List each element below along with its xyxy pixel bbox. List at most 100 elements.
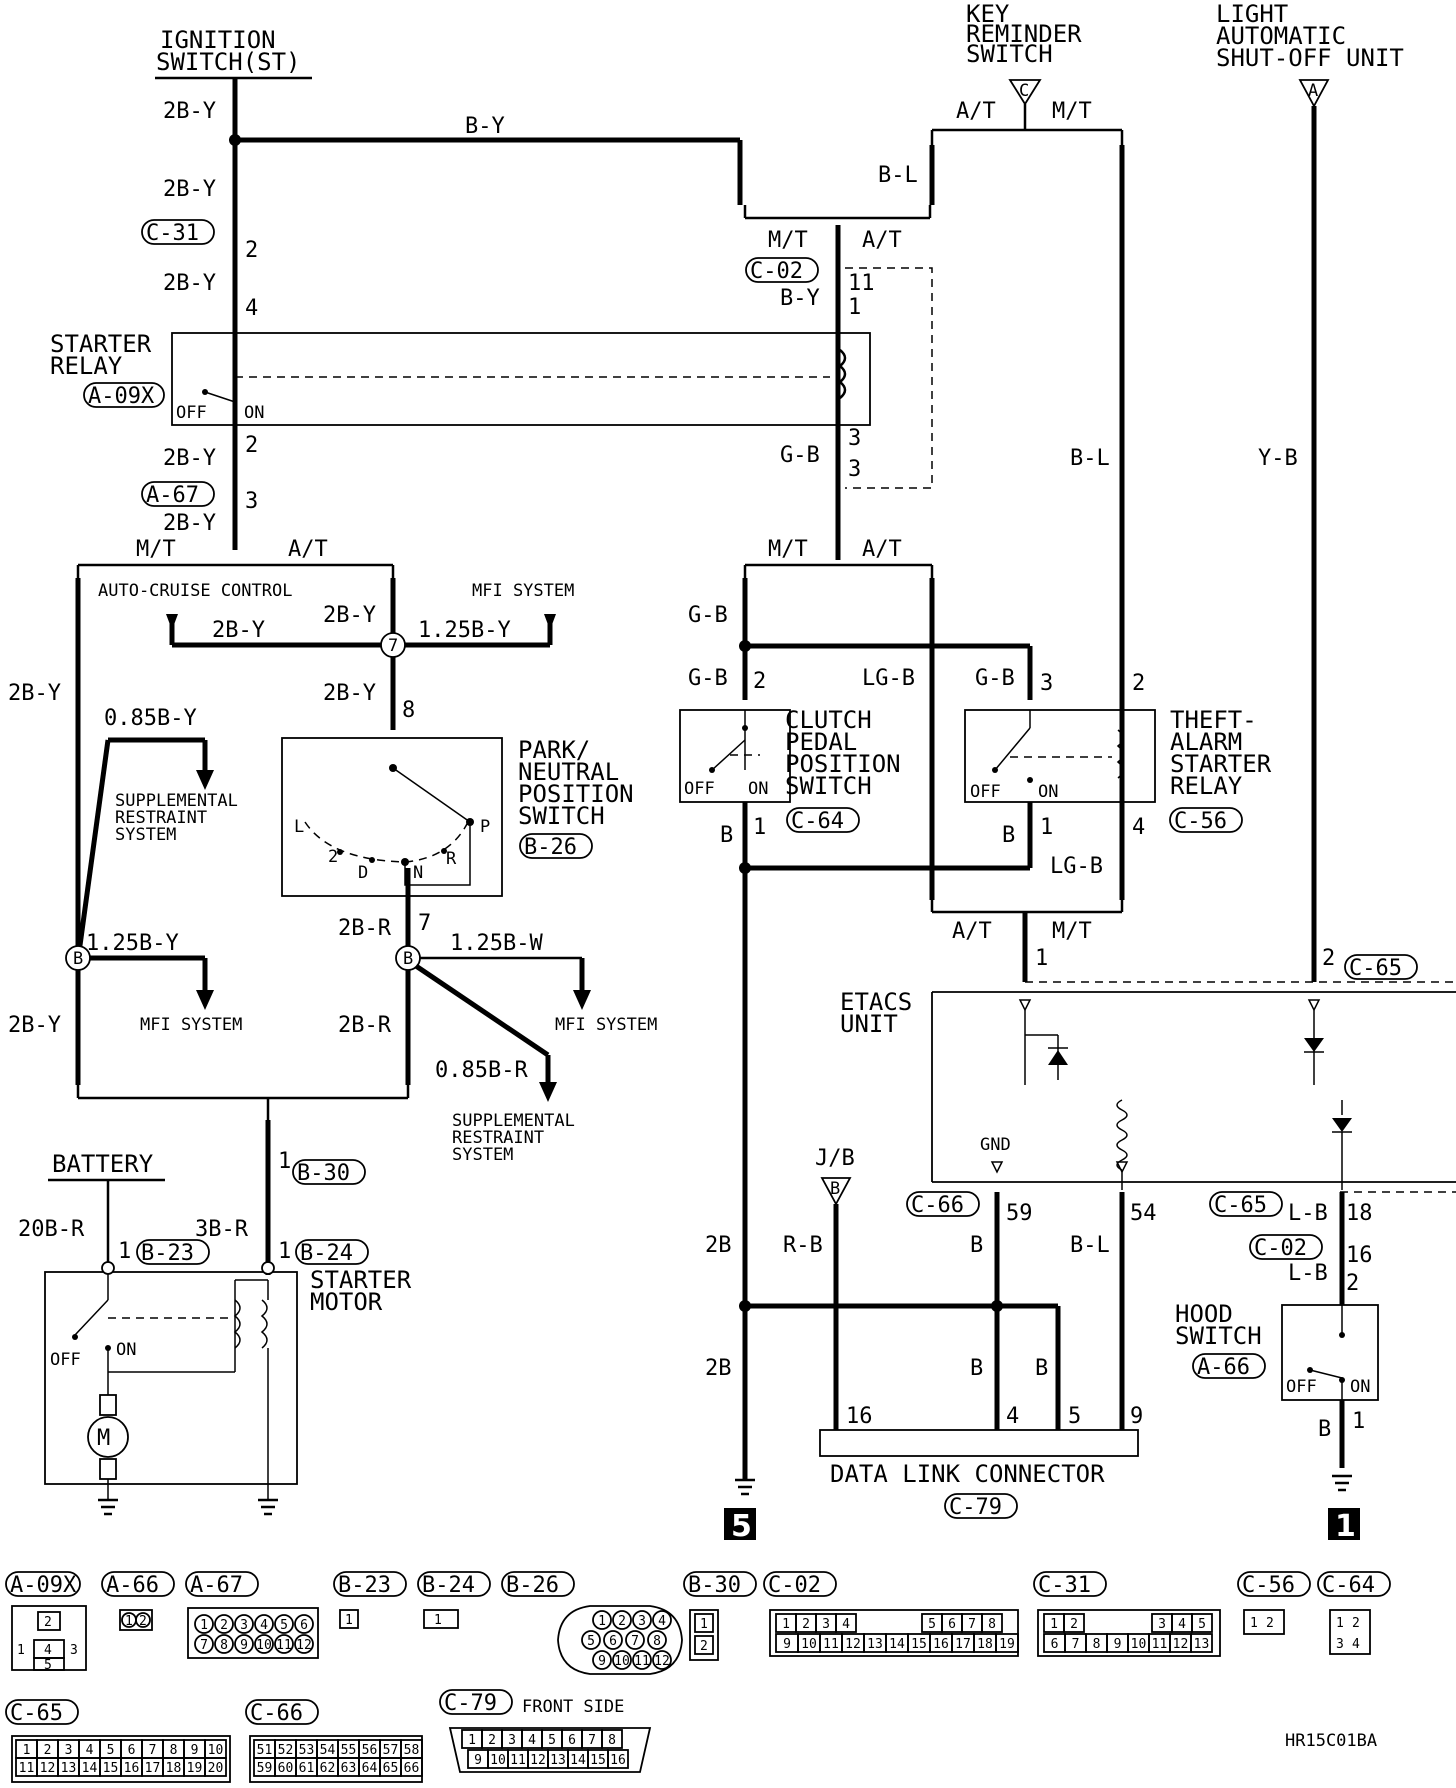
svg-text:B-26: B-26 bbox=[506, 1573, 559, 1598]
svg-text:C-31: C-31 bbox=[146, 221, 199, 246]
pin-cell bbox=[835, 1613, 857, 1633]
svg-text:3: 3 bbox=[848, 426, 861, 451]
pin-number: 14 bbox=[82, 1761, 98, 1776]
pin-cell bbox=[603, 1630, 623, 1650]
svg-text:2: 2 bbox=[328, 847, 338, 867]
svg-text:B: B bbox=[403, 949, 413, 969]
svg-text:SWITCH(ST): SWITCH(ST) bbox=[156, 48, 301, 76]
svg-text:SYSTEM: SYSTEM bbox=[452, 1145, 513, 1165]
svg-text:NEUTRAL: NEUTRAL bbox=[518, 758, 619, 786]
pin-number: 16 bbox=[124, 1761, 140, 1776]
svg-text:C-79: C-79 bbox=[444, 1691, 497, 1716]
ignition-switch-header: IGNITION SWITCH(ST) bbox=[155, 26, 312, 80]
pin-number: 10 bbox=[208, 1743, 224, 1758]
pin-number: 65 bbox=[383, 1761, 399, 1776]
pin-number: 10 bbox=[490, 1753, 506, 1768]
pin-number: 5 bbox=[280, 1618, 288, 1633]
pin-number: 8 bbox=[988, 1617, 996, 1632]
pin-cell bbox=[234, 1614, 254, 1634]
svg-text:Y-B: Y-B bbox=[1258, 446, 1298, 471]
svg-text:3: 3 bbox=[245, 489, 258, 514]
svg-text:B-L: B-L bbox=[1070, 446, 1110, 471]
legend-c56: C-56 1 2 bbox=[1237, 1571, 1311, 1635]
svg-text:L-B: L-B bbox=[1288, 1261, 1328, 1286]
svg-text:C-66: C-66 bbox=[911, 1193, 964, 1218]
svg-text:2B: 2B bbox=[705, 1233, 732, 1258]
svg-text:SWITCH: SWITCH bbox=[1175, 1322, 1262, 1350]
svg-text:1: 1 bbox=[1336, 1616, 1344, 1631]
pin-number: 19 bbox=[999, 1637, 1015, 1652]
data-link-connector: 2B 2B B B J/B B R-B 16 4 5 9 DATA LINK C… bbox=[705, 1146, 1143, 1544]
svg-text:5: 5 bbox=[1068, 1404, 1081, 1429]
svg-text:IGNITION: IGNITION bbox=[160, 26, 276, 54]
pin-number: 13 bbox=[1194, 1637, 1210, 1652]
pin-number: 4 bbox=[1178, 1617, 1186, 1632]
pin-number: 8 bbox=[1093, 1637, 1101, 1652]
svg-text:AUTOMATIC: AUTOMATIC bbox=[1216, 22, 1346, 50]
svg-text:DATA LINK CONNECTOR: DATA LINK CONNECTOR bbox=[830, 1460, 1105, 1488]
svg-text:POSITION: POSITION bbox=[785, 750, 901, 778]
svg-text:2B-R: 2B-R bbox=[338, 1013, 392, 1038]
svg-text:4: 4 bbox=[44, 1643, 52, 1658]
svg-text:C-65: C-65 bbox=[1214, 1193, 1267, 1218]
svg-text:C-79: C-79 bbox=[949, 1495, 1002, 1520]
pin-number: 13 bbox=[550, 1753, 566, 1768]
pin-number: 53 bbox=[299, 1743, 315, 1758]
pin-number: 11 bbox=[634, 1654, 650, 1669]
pin-number: 10 bbox=[614, 1654, 630, 1669]
svg-text:1: 1 bbox=[278, 1239, 291, 1264]
pin-cell bbox=[254, 1634, 274, 1654]
svg-text:OFF: OFF bbox=[684, 779, 715, 799]
svg-text:1: 1 bbox=[125, 1614, 133, 1629]
svg-text:BATTERY: BATTERY bbox=[52, 1150, 154, 1178]
pin-number: 59 bbox=[257, 1761, 273, 1776]
svg-text:2B-Y: 2B-Y bbox=[163, 511, 216, 536]
svg-text:C-64: C-64 bbox=[791, 809, 844, 834]
starter-motor: OFF ON M STARTER MOTOR bbox=[44, 1261, 412, 1516]
pin-number: 7 bbox=[968, 1617, 976, 1632]
svg-text:L: L bbox=[294, 817, 304, 837]
pin-number: 5 bbox=[1198, 1617, 1206, 1632]
pin-number: 2 bbox=[44, 1743, 52, 1758]
pin-cell bbox=[612, 1650, 632, 1670]
svg-text:RELAY: RELAY bbox=[1170, 772, 1243, 800]
svg-text:3: 3 bbox=[848, 457, 861, 482]
svg-text:A-67: A-67 bbox=[146, 483, 199, 508]
svg-text:1.25B-Y: 1.25B-Y bbox=[418, 618, 511, 643]
pin-number: 14 bbox=[570, 1753, 586, 1768]
pin-number: 9 bbox=[191, 1743, 199, 1758]
pin-cell bbox=[294, 1614, 314, 1634]
svg-text:2: 2 bbox=[1346, 1271, 1359, 1296]
pin-number: 13 bbox=[61, 1761, 77, 1776]
middle-mt-at-branch: M/T A/T G-B LG-B bbox=[688, 537, 1033, 900]
svg-text:54: 54 bbox=[1130, 1201, 1157, 1226]
svg-text:THEFT-: THEFT- bbox=[1170, 706, 1257, 734]
pin-number: 11 bbox=[19, 1761, 35, 1776]
left-mt-at-branch: M/T A/T 2B-Y 2B-Y bbox=[8, 537, 410, 1120]
pin-cell bbox=[592, 1610, 612, 1630]
svg-text:2B-R: 2B-R bbox=[338, 916, 392, 941]
pin-number: 16 bbox=[933, 1637, 949, 1652]
svg-text:PARK/: PARK/ bbox=[518, 736, 590, 764]
svg-text:2: 2 bbox=[753, 669, 766, 694]
svg-text:N: N bbox=[413, 863, 423, 883]
svg-text:16: 16 bbox=[1346, 1243, 1373, 1268]
svg-text:16: 16 bbox=[846, 1404, 873, 1429]
pin-cell bbox=[652, 1650, 672, 1670]
pin-number: 6 bbox=[1051, 1637, 1059, 1652]
svg-text:1: 1 bbox=[848, 295, 861, 320]
left-junction-b: B 1.25B-Y MFI SYSTEM bbox=[65, 931, 242, 1035]
svg-text:RESTRAINT: RESTRAINT bbox=[452, 1128, 544, 1148]
pin-cell bbox=[1063, 1613, 1085, 1633]
svg-text:B-Y: B-Y bbox=[780, 286, 820, 311]
svg-text:UNIT: UNIT bbox=[840, 1010, 898, 1038]
svg-text:18: 18 bbox=[1346, 1201, 1373, 1226]
svg-text:FRONT SIDE: FRONT SIDE bbox=[522, 1697, 624, 1717]
